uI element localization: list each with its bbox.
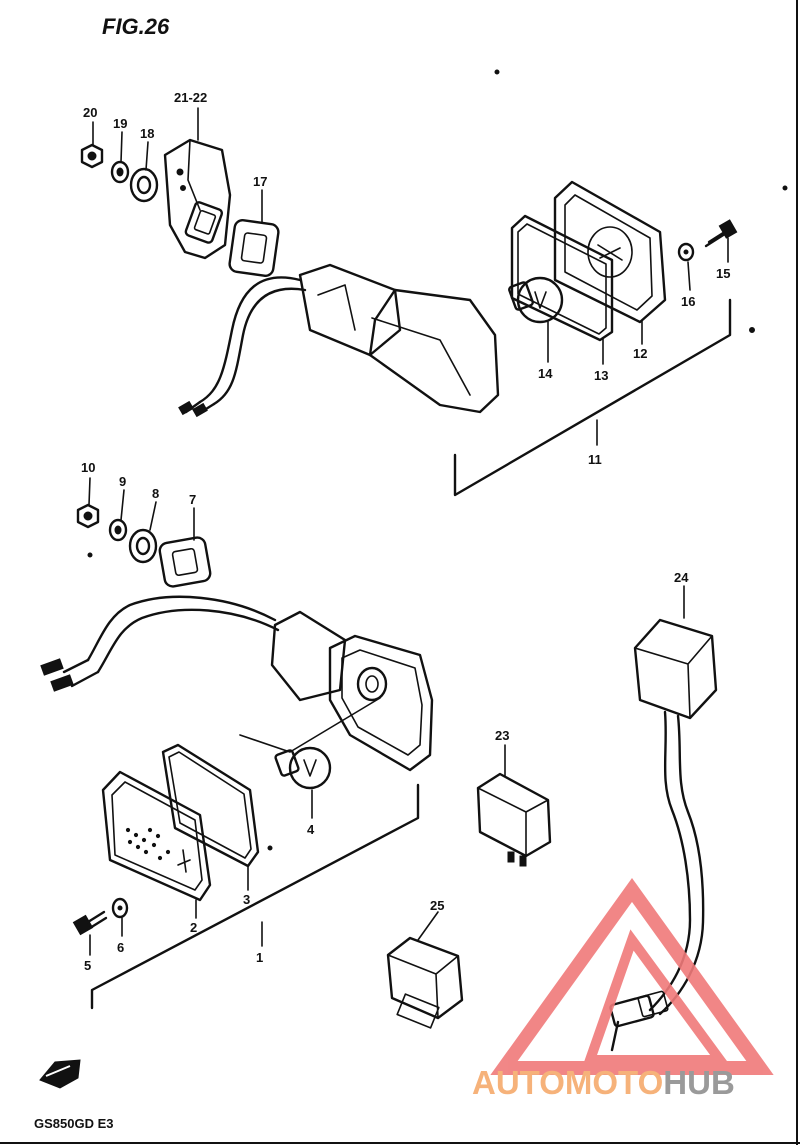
watermark-triangle <box>490 878 774 1075</box>
gasket-3 <box>161 743 260 868</box>
brand-mark <box>39 1059 81 1089</box>
model-code: GS850GD E3 <box>34 1116 114 1131</box>
part-number: 16 <box>681 294 695 309</box>
part-number: 5 <box>84 958 91 973</box>
watermark-triangle-inner <box>582 929 730 1065</box>
speck <box>87 552 93 558</box>
relay-25 <box>386 911 464 1029</box>
lower-lamp-housing <box>270 610 434 772</box>
part-number: 18 <box>140 126 154 141</box>
lower-wires <box>40 595 280 692</box>
speck <box>267 845 273 851</box>
washer-18 <box>129 167 159 203</box>
washer-6 <box>111 897 129 919</box>
part-number: 2 <box>190 920 197 935</box>
speck <box>749 327 755 333</box>
part-numbers: 20 19 18 21-22 17 15 16 12 13 14 11 10 9… <box>81 90 730 973</box>
part-number: 23 <box>495 728 509 743</box>
part-number: 1 <box>256 950 263 965</box>
bracket-21-22 <box>163 138 232 260</box>
part-number: 17 <box>253 174 267 189</box>
washer-8 <box>128 528 158 564</box>
watermark-text-part2: HUB <box>663 1064 735 1101</box>
washer-16 <box>677 242 695 262</box>
relay-23 <box>476 744 552 867</box>
lens-2 <box>101 770 212 902</box>
part-number: 11 <box>588 452 602 467</box>
part-number: 8 <box>152 486 159 501</box>
upper-leaders <box>92 107 729 365</box>
part-number: 12 <box>633 346 647 361</box>
part-number: 13 <box>594 368 608 383</box>
part-number: 20 <box>83 105 97 120</box>
screw-5 <box>72 910 108 936</box>
figure-title: FIG.26 <box>102 14 170 39</box>
upper-turn-signal-assembly <box>80 69 788 497</box>
part-number: 25 <box>430 898 444 913</box>
speck <box>782 185 788 191</box>
speck <box>494 69 500 75</box>
part-number: 3 <box>243 892 250 907</box>
part-number: 21-22 <box>174 90 207 105</box>
watermark-logo <box>490 878 774 1075</box>
part-number: 15 <box>716 266 730 281</box>
lower-turn-signal-assembly <box>40 503 434 1010</box>
upper-wires <box>178 276 307 418</box>
nut-20 <box>80 143 104 169</box>
part-number: 19 <box>113 116 127 131</box>
bracket-line-11 <box>453 298 732 497</box>
part-number: 10 <box>81 460 95 475</box>
grommet-7 <box>158 536 212 588</box>
upper-lamp-housing <box>298 263 500 414</box>
washer-19 <box>110 160 130 184</box>
lens-12 <box>553 180 667 324</box>
part-number: 14 <box>538 366 553 381</box>
gasket-13 <box>510 214 614 342</box>
grommet-17 <box>228 219 280 277</box>
lower-leaders <box>88 477 313 956</box>
bulb-4 <box>239 697 381 790</box>
part-number: 4 <box>307 822 315 837</box>
bracket-line-1 <box>90 783 420 1010</box>
nut-10 <box>76 503 100 529</box>
part-number: 24 <box>674 570 689 585</box>
washer-9 <box>108 518 128 542</box>
screw-15 <box>704 219 738 248</box>
part-number: 7 <box>189 492 196 507</box>
watermark-text: AUTOMOTOHUB <box>472 1064 735 1101</box>
watermark-text-part1: AUTOMOTO <box>472 1064 663 1101</box>
part-number: 9 <box>119 474 126 489</box>
part-number: 6 <box>117 940 124 955</box>
